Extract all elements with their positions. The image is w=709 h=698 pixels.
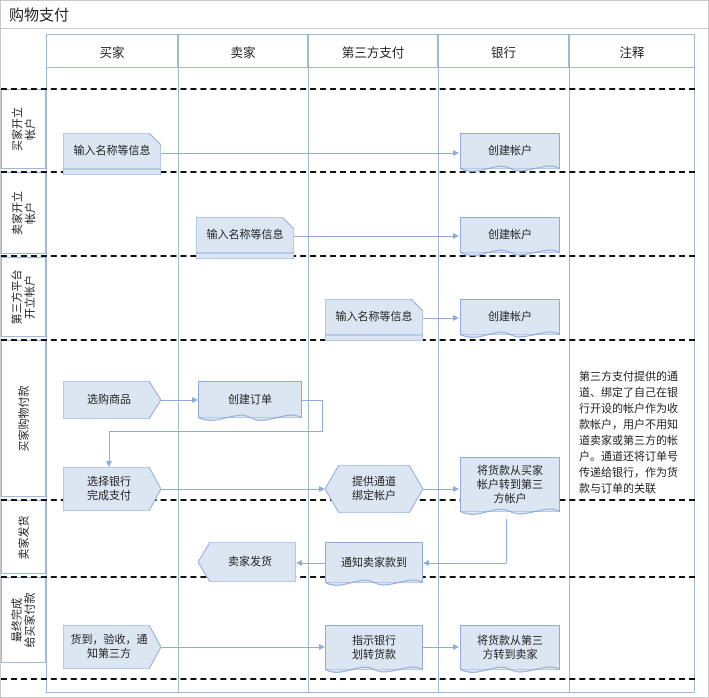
shape-seller-input-label: 输入名称等信息 [206,228,284,241]
lane-label-text: 卖家发货 [17,515,30,559]
lane-label-buyer-open-account: 买家开立 帐户 [1,89,46,169]
connector-arrow-8 [423,559,429,566]
connector-buyer-to-bank-1 [161,153,453,154]
lane-separator-3 [1,255,695,257]
shape-instruct-bank-label: 指示银行 划转货款 [352,633,396,661]
shape-choose-bank-label: 选择银行 完成支付 [87,475,131,502]
connector-arrow-2 [453,232,459,239]
shape-choose-bank-outline [63,467,161,511]
shape-bank-create-1-label: 创建帐户 [488,144,532,157]
column-header-bank: 银行 [438,34,569,68]
shape-bank-create-3-label: 创建帐户 [488,310,532,323]
shape-transfer-funds-outline [460,457,560,515]
shape-buyer-input-label: 输入名称等信息 [73,144,151,157]
shape-bank-create-1-outline [460,133,560,172]
connector-arrow-7 [453,485,459,492]
connector-arrow-4 [192,396,198,403]
shape-buyer-input-outline [63,133,161,175]
lane-label-tp-open-account: 第三方平台 开立帐户 [1,257,46,337]
shape-confirm-receipt-label: 货到，验收，通 知第三方 [70,633,148,660]
lane-label-text: 最终完成 给买家付款 [10,592,37,648]
lane-label-seller-open-account: 卖家开立 帐户 [1,172,46,254]
column-header-third-party-pay: 第三方支付 [308,34,438,68]
connector-arrow-1 [453,149,459,156]
connector-arrow-9 [296,559,302,566]
shape-buy-goods-label: 选购商品 [87,393,131,406]
col-divider-4 [569,68,570,693]
column-header-buyer: 买家 [46,34,178,68]
col-divider-2 [308,68,309,693]
connector-arrow-5 [105,461,112,467]
connector-tp-to-bank-3 [423,318,453,319]
connector-goods-to-order [161,400,192,401]
shape-seller-ship-label: 卖家发货 [228,555,272,568]
shape-tp-input-label: 输入名称等信息 [335,310,413,323]
shape-seller-ship-outline [198,542,296,582]
lane-label-text: 卖家开立 帐户 [10,191,37,235]
shape-provide-channel-label: 提供通道 绑定帐户 [352,475,396,502]
lane-label-seller-ship: 卖家发货 [1,500,46,574]
shape-confirm-receipt-outline [63,625,161,669]
shape-notify-seller-label: 通知卖家款到 [341,555,407,569]
shape-tp-input-outline [325,299,423,341]
connector-order-back [109,431,323,432]
connector-notify-to-ship [302,563,325,564]
column-header-note: 注释 [569,34,695,68]
lane-label-text: 买家购物付款 [17,385,30,452]
connector-order-down [322,400,323,431]
shape-transfer-funds-label: 将货款从买家 帐户转到第三 方帐户 [477,463,543,505]
shape-bank-create-2-label: 创建帐户 [488,228,532,241]
shape-notify-seller-outline [325,542,423,586]
lane-label-text: 第三方平台 开立帐户 [10,269,37,325]
connector-arrow-3 [453,314,459,321]
lane-label-text: 买家开立 帐户 [10,107,37,151]
connector-arrow-10 [319,643,325,650]
connector-seller-to-bank-2 [294,236,453,237]
shape-create-order-label: 创建订单 [228,392,272,406]
connector-transfer-to-notify [429,563,506,564]
shape-seller-input-outline [196,217,294,259]
shape-provide-channel-outline [325,465,423,513]
shape-buy-goods-outline [63,381,161,419]
col-divider-1 [178,68,179,693]
shape-bank-create-3-outline [460,299,560,338]
column-header-seller: 卖家 [178,34,308,68]
lane-label-buyer-pay: 买家购物付款 [1,340,46,497]
note-text: 第三方支付提供的通道、绑定了自己在银行开设的帐户作为收款帐户，用户不用知道卖家或… [579,370,678,495]
lane-separator-7 [1,678,695,680]
lane-label-final-pay: 最终完成 给买家付款 [1,577,46,663]
connector-choose-to-channel [161,489,319,490]
connector-arrow-6 [319,485,325,492]
lane-separator-2 [1,171,695,173]
connector-transfer-down [506,519,507,563]
connector-arrow-11 [453,643,459,650]
shape-bank-create-2-outline [460,217,560,256]
shape-create-order-outline [198,381,302,421]
shape-instruct-bank-outline [325,625,423,673]
shape-bank-final-transfer-label: 将货款从第三 方转到卖家 [477,633,543,661]
flowchart-canvas: 买家 卖家 第三方支付 银行 注释 买家开立 帐户 卖家开立 帐户 第三方平台 … [1,29,708,697]
connector-channel-to-transfer [423,489,453,490]
page-title: 购物支付 [1,1,708,29]
shape-bank-final-transfer-outline [460,625,560,673]
col-divider-3 [438,68,439,693]
connector-order-right [302,400,323,401]
connector-confirm-to-instruct [161,647,319,648]
connector-instruct-to-bank [423,647,453,648]
lane-separator-1 [1,88,695,90]
diagram-body-frame [46,68,695,693]
connector-order-to-choose [109,431,110,461]
